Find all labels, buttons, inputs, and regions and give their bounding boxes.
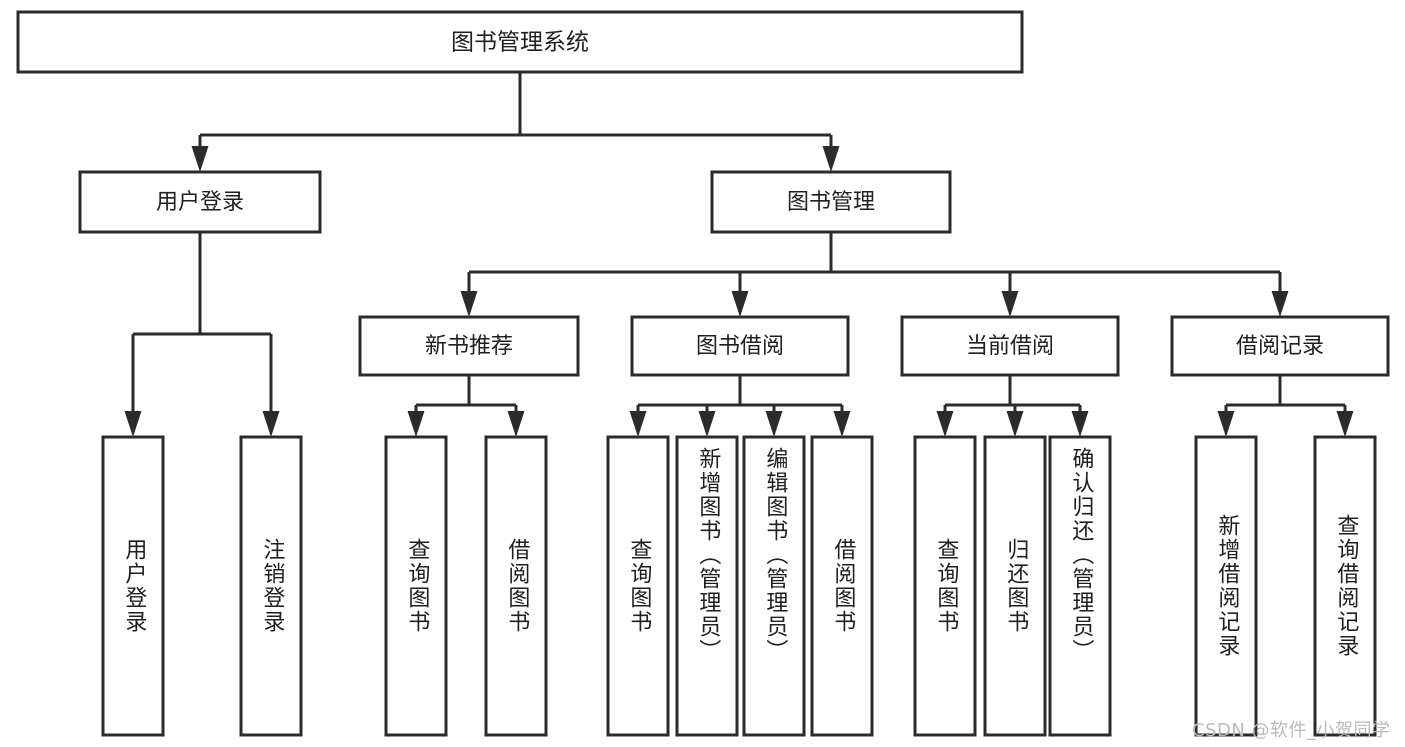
node-box-leaf-query-book-borrow	[606, 435, 670, 737]
node-box-user-login	[78, 170, 322, 234]
arrow-head	[698, 411, 716, 437]
arrow-head	[1071, 411, 1089, 437]
node-label-new-book-recommend: 新书推荐	[425, 334, 513, 359]
arrow-head	[936, 411, 954, 437]
node-box-leaf-add-borrow-record	[1194, 435, 1258, 737]
node-book-manage[interactable]: 图书管理	[710, 170, 952, 234]
node-box-leaf-confirm-return	[1048, 435, 1112, 737]
node-box-leaf-query-book-current	[913, 435, 977, 737]
node-label-user-login: 用户登录	[156, 190, 244, 215]
node-current-borrow[interactable]: 当前借阅	[900, 315, 1120, 377]
node-box-book-borrow	[630, 315, 850, 377]
node-leaf-logout[interactable]	[239, 435, 303, 737]
arrow-head	[1006, 411, 1024, 437]
node-label-root: 图书管理系统	[451, 30, 589, 56]
node-box-leaf-borrow-book	[810, 435, 874, 737]
node-box-leaf-borrow-book-recommend	[484, 435, 548, 737]
node-label-book-borrow: 图书借阅	[696, 334, 784, 359]
node-leaf-confirm-return[interactable]	[1048, 435, 1112, 737]
node-label-book-manage: 图书管理	[787, 190, 875, 215]
node-book-borrow[interactable]: 图书借阅	[630, 315, 850, 377]
node-box-leaf-edit-book	[742, 435, 806, 737]
connector-layer	[124, 72, 1354, 437]
arrow-head	[833, 411, 851, 437]
arrow-head	[507, 411, 525, 437]
node-label-current-borrow: 当前借阅	[966, 334, 1054, 359]
arrow-head	[765, 411, 783, 437]
node-box-borrow-record	[1170, 315, 1390, 377]
node-leaf-return-book[interactable]	[983, 435, 1047, 737]
node-box-leaf-return-book	[983, 435, 1047, 737]
node-leaf-query-book-current[interactable]	[913, 435, 977, 737]
arrow-head	[1217, 411, 1235, 437]
node-leaf-query-book-borrow[interactable]	[606, 435, 670, 737]
node-leaf-borrow-book[interactable]	[810, 435, 874, 737]
node-leaf-borrow-book-recommend[interactable]	[484, 435, 548, 737]
node-box-leaf-add-book	[675, 435, 739, 737]
node-borrow-record[interactable]: 借阅记录	[1170, 315, 1390, 377]
arrow-head	[731, 291, 749, 317]
node-root[interactable]: 图书管理系统	[16, 10, 1024, 74]
node-box-leaf-query-book-recommend	[384, 435, 448, 737]
node-box-leaf-user-login	[101, 435, 165, 737]
arrow-head	[822, 146, 840, 172]
arrow-head	[629, 411, 647, 437]
node-leaf-add-borrow-record[interactable]	[1194, 435, 1258, 737]
node-box-current-borrow	[900, 315, 1120, 377]
node-box-root	[16, 10, 1024, 74]
node-box-leaf-query-borrow-record	[1313, 435, 1377, 737]
node-user-login[interactable]: 用户登录	[78, 170, 322, 234]
node-leaf-add-book[interactable]	[675, 435, 739, 737]
arrow-head	[460, 291, 478, 317]
node-box-new-book-recommend	[358, 315, 580, 377]
node-box-leaf-logout	[239, 435, 303, 737]
node-box-book-manage	[710, 170, 952, 234]
node-label-borrow-record: 借阅记录	[1236, 334, 1324, 359]
arrow-head	[1271, 291, 1289, 317]
arrow-head	[1001, 291, 1019, 317]
node-leaf-edit-book[interactable]	[742, 435, 806, 737]
node-leaf-query-borrow-record[interactable]	[1313, 435, 1377, 737]
arrow-head	[262, 411, 280, 437]
arrow-head	[407, 411, 425, 437]
node-leaf-user-login[interactable]	[101, 435, 165, 737]
node-new-book-recommend[interactable]: 新书推荐	[358, 315, 580, 377]
arrow-head	[124, 411, 142, 437]
watermark-text: CSDN @软件_小贺同学	[1192, 720, 1391, 741]
arrow-head	[1336, 411, 1354, 437]
arrow-head	[191, 146, 209, 172]
node-leaf-query-book-recommend[interactable]	[384, 435, 448, 737]
